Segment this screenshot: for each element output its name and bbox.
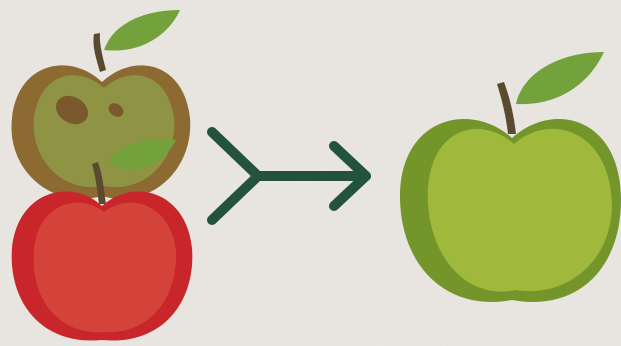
illustration-canvas <box>0 0 621 346</box>
illustration-svg <box>0 0 621 346</box>
